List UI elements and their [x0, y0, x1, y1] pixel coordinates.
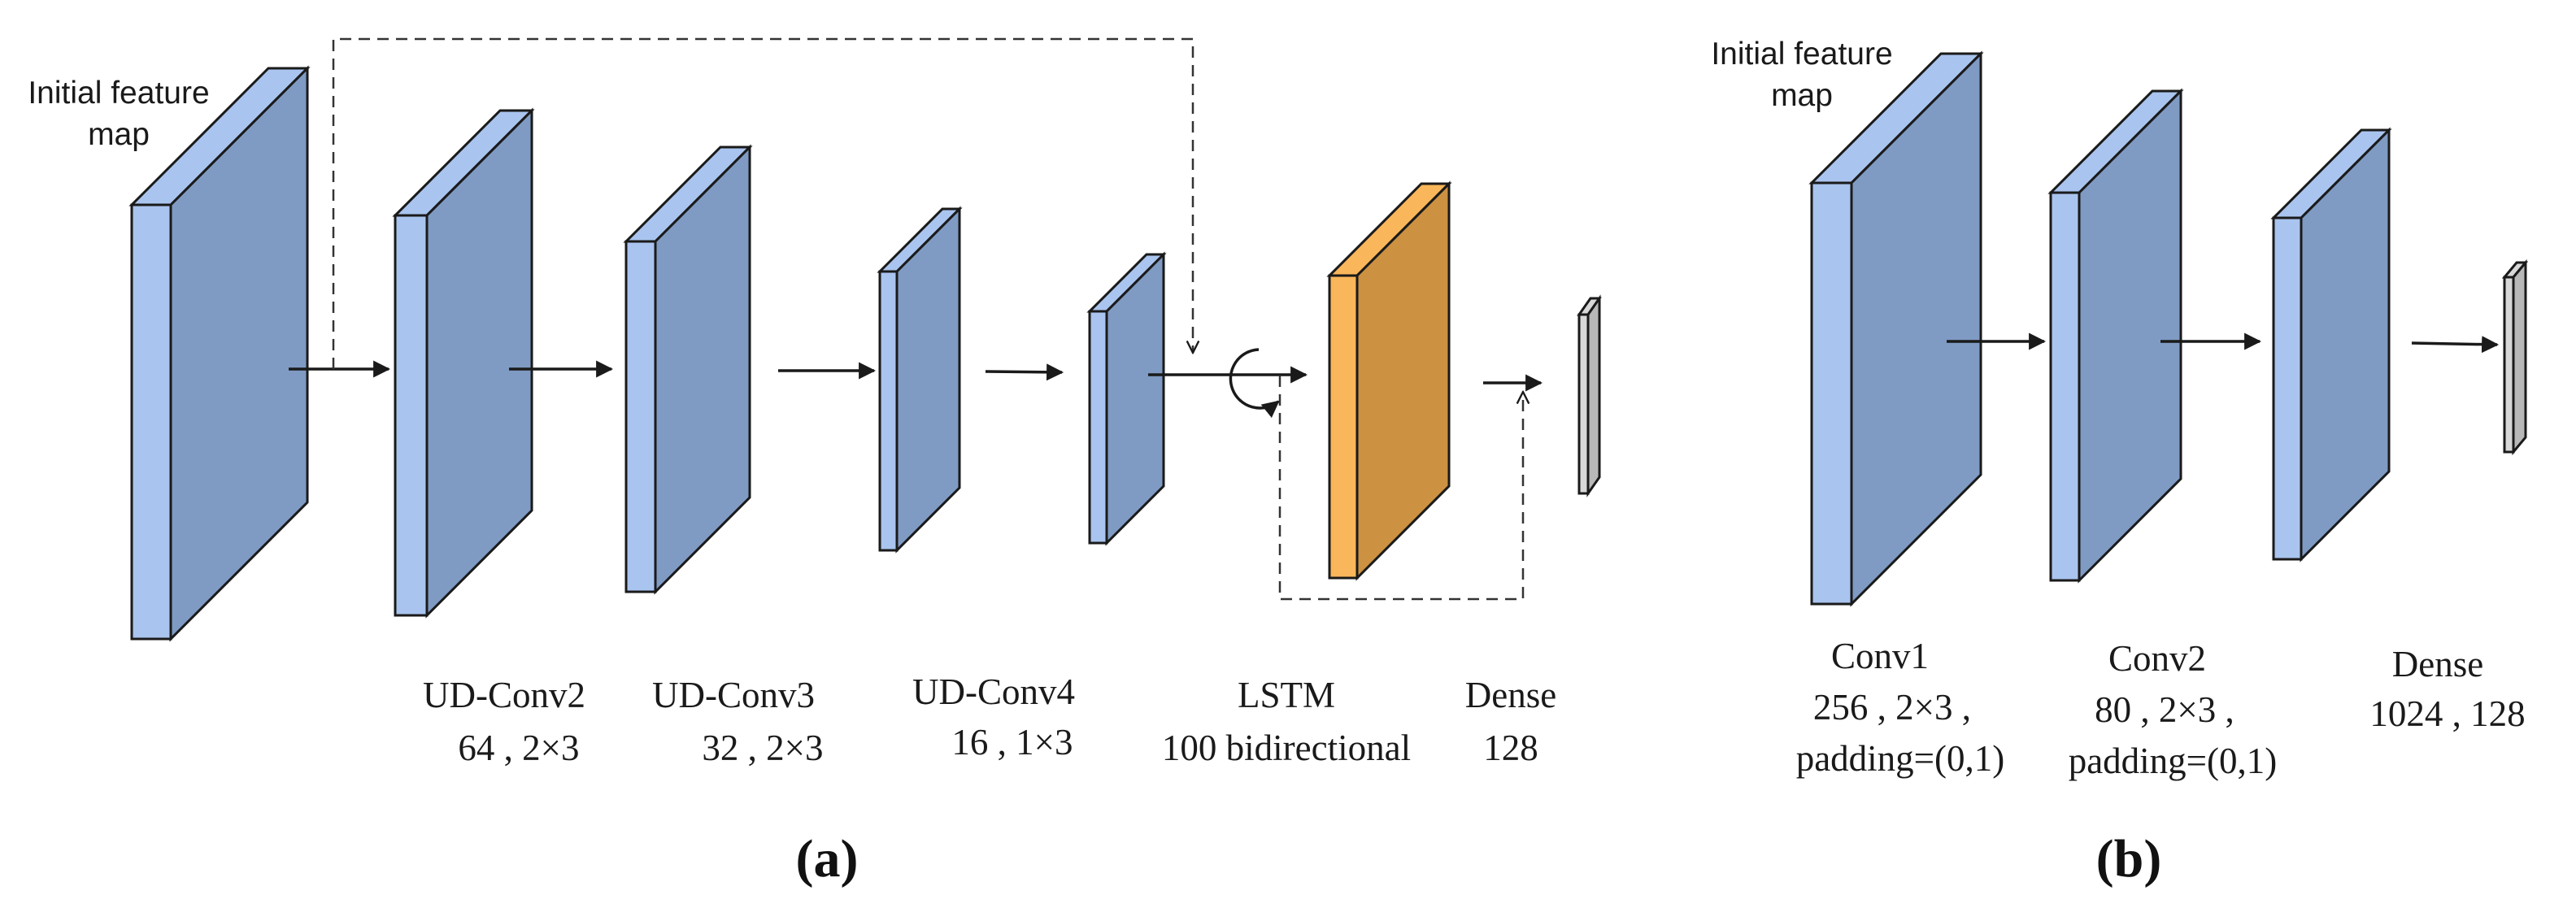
dense-block-a: [1577, 294, 1602, 497]
lstm-block: [1326, 180, 1452, 581]
label-lstm-name: LSTM: [1238, 675, 1335, 715]
label-conv2-name: Conv2: [2108, 638, 2206, 679]
label-conv1-params-line1: 256 , 2×3 ,: [1813, 687, 1971, 728]
label-dense-a-params: 128: [1483, 728, 1538, 768]
label-ud-conv2-name: UD-Conv2: [423, 675, 585, 715]
arrow-udconv4-to-output: [985, 363, 1064, 381]
panel-a: Initial feature map: [28, 37, 1602, 888]
panel-b: Initial feature map Conv1 256 , 2×3 , pa…: [1711, 37, 2529, 888]
label-dense-a-name: Dense: [1465, 675, 1556, 715]
conv1-block: [2047, 88, 2184, 584]
label-conv1-name: Conv1: [1831, 636, 1929, 676]
panel-a-caption: (a): [796, 829, 859, 888]
input-label-line2: map: [88, 117, 150, 152]
label-dense-b-name: Dense: [2392, 644, 2483, 684]
input-label-line1: Initial feature: [28, 76, 209, 111]
label-ud-conv4-params: 16 , 1×3: [951, 722, 1073, 762]
label-conv2-params-line2: padding=(0,1): [2069, 741, 2278, 781]
label-ud-conv4-name: UD-Conv4: [912, 671, 1075, 712]
input-label-b-line2: map: [1771, 78, 1833, 113]
ud-conv2-block: [392, 107, 535, 619]
recurrent-loop-icon: [1229, 348, 1280, 419]
ud-conv3-block: [623, 144, 753, 595]
label-ud-conv3-params: 32 , 2×3: [702, 728, 823, 768]
block-front: [130, 203, 172, 641]
label-ud-conv2-params: 64 , 2×3: [458, 728, 579, 768]
skip-connection-to-dense: [1278, 376, 1523, 601]
panel-b-caption: (b): [2096, 829, 2162, 888]
arrow-conv2-to-dense: [2411, 336, 2500, 354]
label-ud-conv3-name: UD-Conv3: [652, 675, 815, 715]
label-dense-b-params: 1024 , 128: [2369, 693, 2525, 734]
conv2-block: [2270, 127, 2392, 563]
label-conv2-params-line1: 80 , 2×3 ,: [2095, 689, 2234, 730]
skip-connection-input-to-lstm: [332, 37, 1193, 369]
ud-conv4-output-block: [1086, 251, 1167, 546]
input-feature-map-block-a: [128, 65, 311, 642]
ud-conv4-block: [877, 206, 963, 554]
dense-block-b: [2501, 258, 2529, 456]
label-conv1-params-line2: padding=(0,1): [1796, 738, 2005, 779]
input-feature-map-block-b: [1808, 50, 1984, 607]
label-lstm-params: 100 bidirectional: [1162, 728, 1411, 768]
input-label-b-line1: Initial feature: [1711, 37, 1892, 72]
